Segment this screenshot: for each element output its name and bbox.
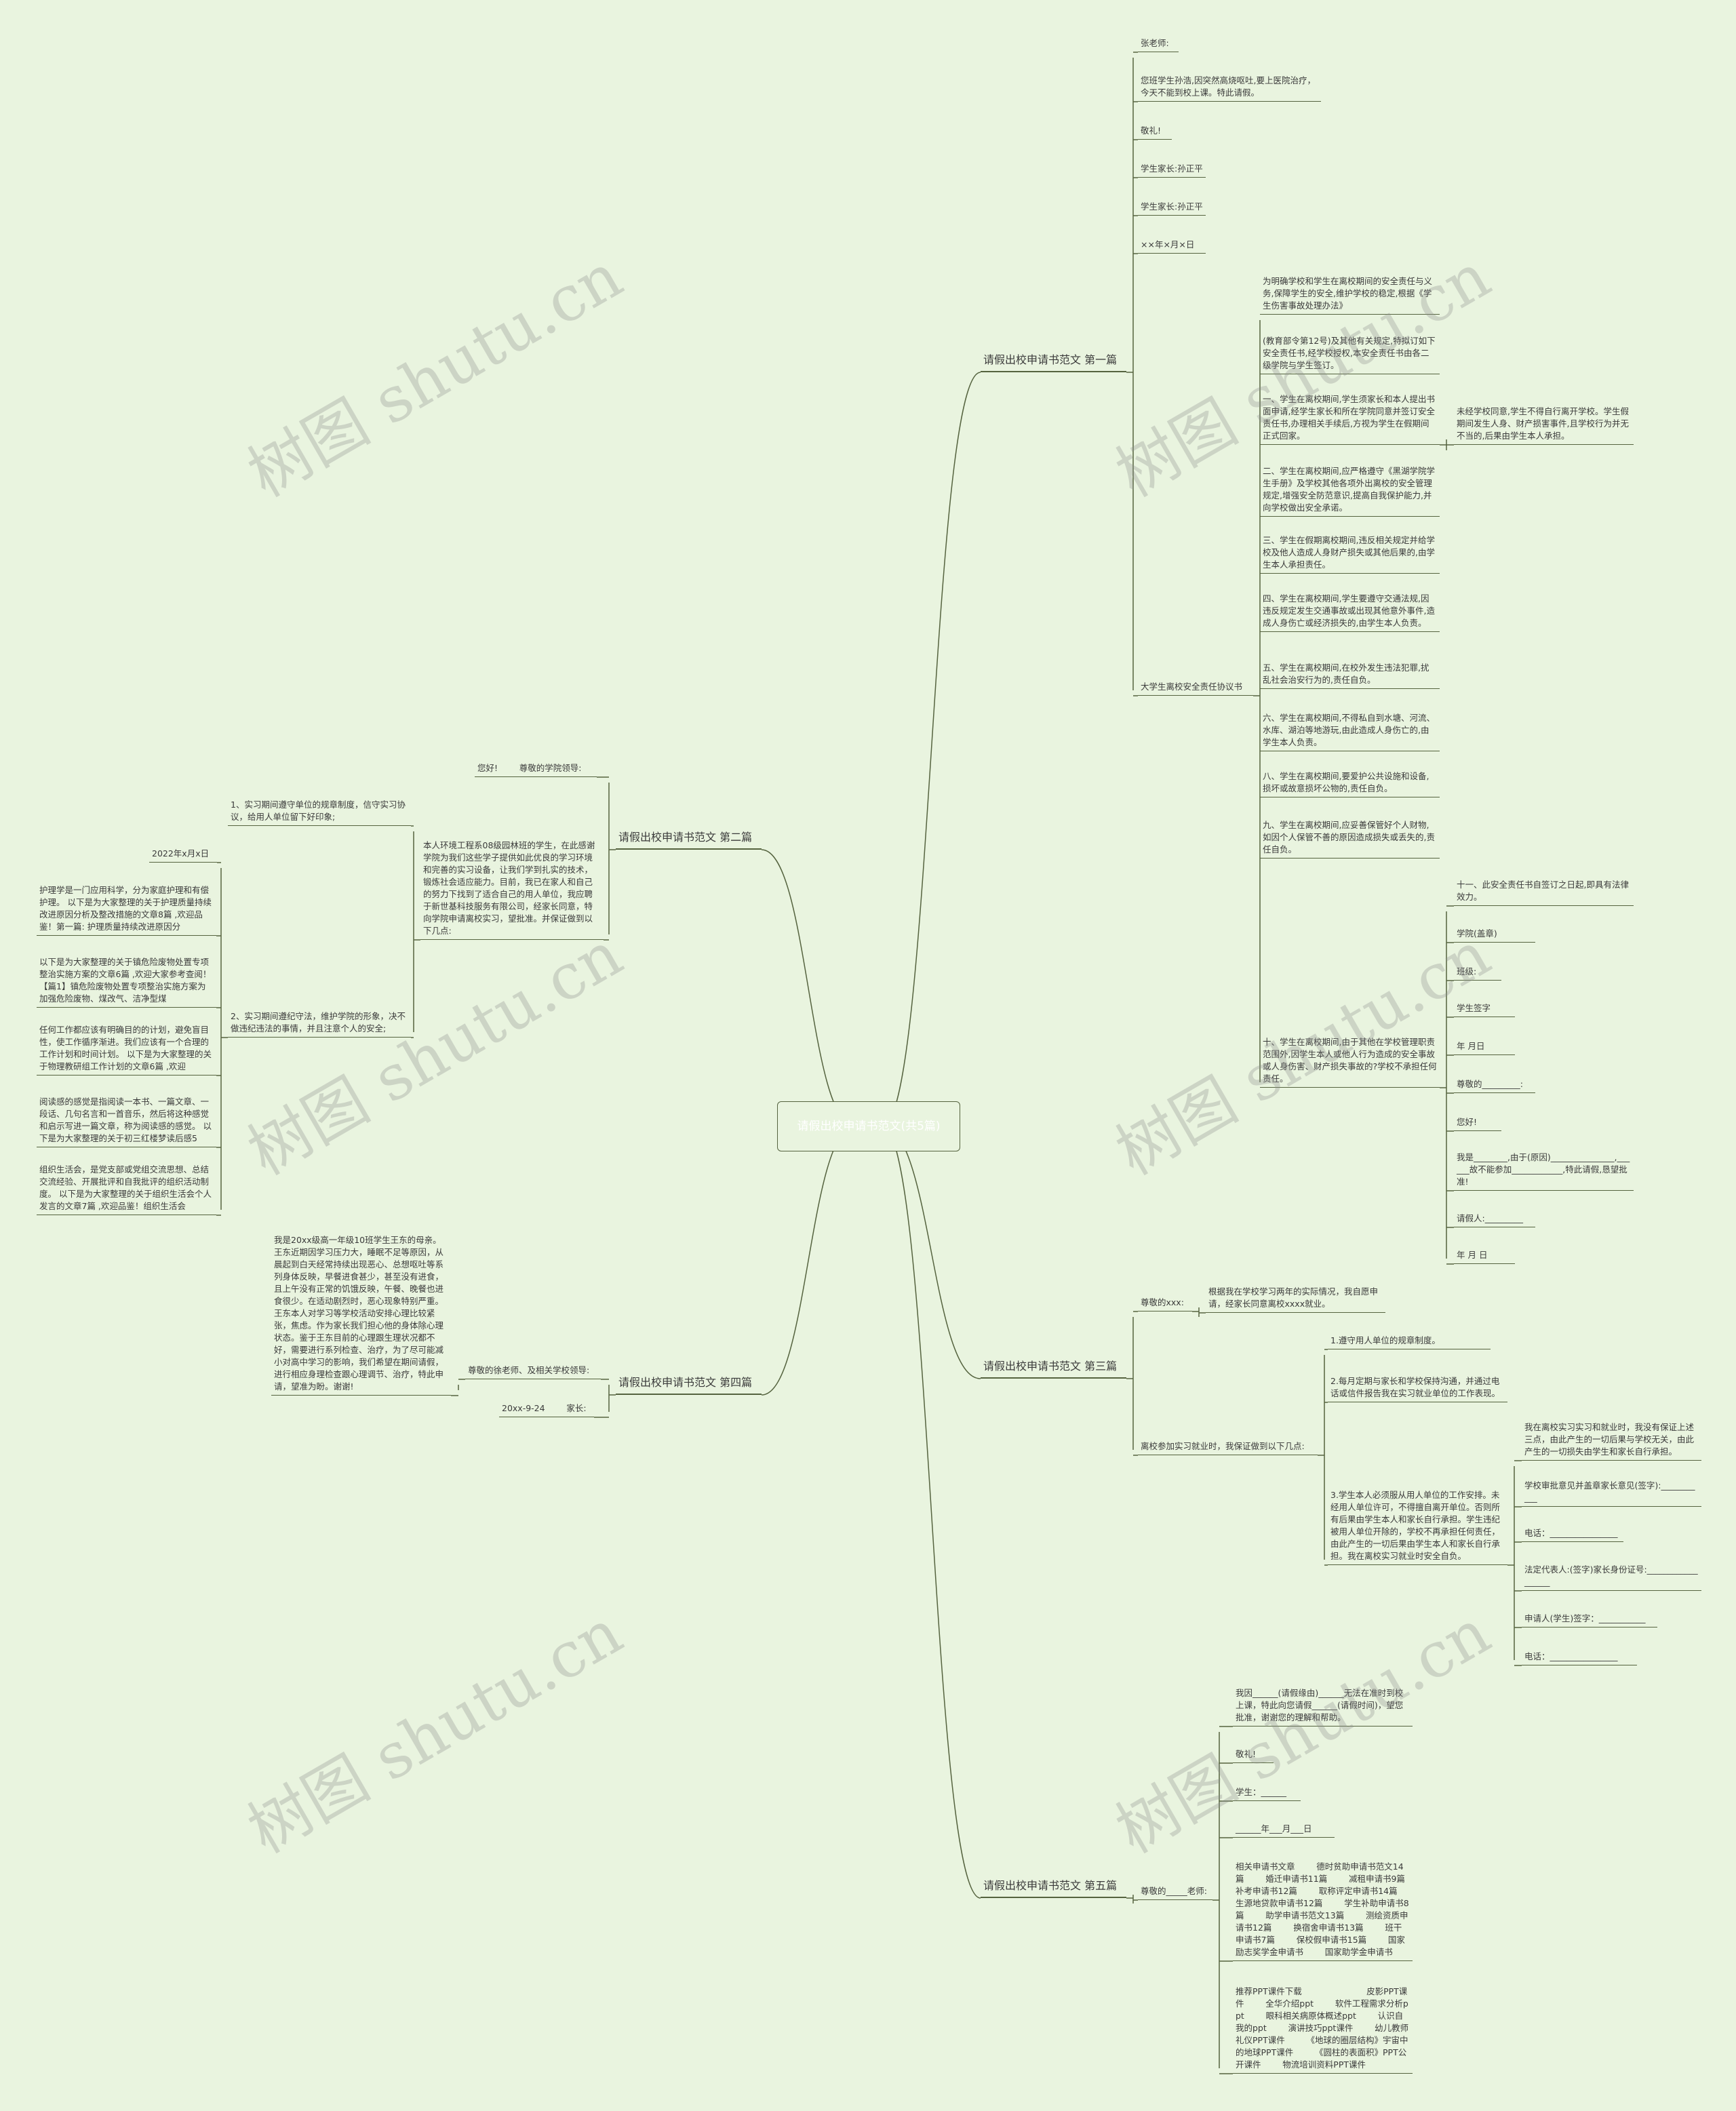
- connector-line: [761, 1126, 856, 1396]
- b4-body[interactable]: 我是20xx级高一年级10班学生王东的母亲。王东近期因学习压力大，睡眠不足等原因…: [271, 1234, 451, 1396]
- b3-point[interactable]: 2.每月定期与家长和学校保持沟通，并通过电话或信件报告我在实习就业单位的工作表现…: [1328, 1375, 1507, 1402]
- b5-item[interactable]: 敬礼!: [1233, 1748, 1274, 1763]
- b3-salutation[interactable]: 尊敬的xxx:: [1138, 1297, 1192, 1311]
- branch-3-title[interactable]: 请假出校申请书范文 第三篇: [981, 1359, 1126, 1379]
- b1-item[interactable]: 学生家长:孙正平: [1138, 163, 1206, 178]
- b2-related-note[interactable]: 以下是为大家整理的关于镇危险废物处置专项整治实施方案的文章6篇 ,欢迎大家参考查…: [37, 956, 216, 1008]
- connector-line: [882, 1126, 981, 1899]
- b3-sub-item[interactable]: 电话：________________: [1522, 1651, 1637, 1665]
- connector-line: [882, 372, 981, 1127]
- b1-item[interactable]: 学生家长:孙正平: [1138, 201, 1206, 216]
- sign-item[interactable]: 您好!: [1454, 1116, 1501, 1131]
- b3-sub-item[interactable]: 我在离校实习实习和就业时，我没有保证上述三点，由此产生的一切后果与学校无关，由此…: [1522, 1421, 1701, 1461]
- b5-related-articles[interactable]: 相关申请书文章 德时贫助申请书范文14篇 婚迁申请书11篇 减租申请书9篇 补考…: [1233, 1861, 1413, 1961]
- agreement-note[interactable]: 未经学校同意,学生不得自行离开学校。学生假期间发生人身、财产损害事件,且学校行为…: [1454, 406, 1634, 445]
- branch-2-title[interactable]: 请假出校申请书范文 第二篇: [616, 830, 762, 850]
- sign-item[interactable]: 请假人:_________: [1454, 1212, 1535, 1227]
- branch-4-title[interactable]: 请假出校申请书范文 第四篇: [616, 1375, 762, 1395]
- b4-signature[interactable]: 20xx-9-24 家长:: [499, 1402, 594, 1417]
- b3-sub-item[interactable]: 申请人(学生)签字：___________: [1522, 1613, 1657, 1627]
- b1-item[interactable]: ××年×月×日: [1138, 239, 1206, 254]
- b5-body[interactable]: 我因______(请假缘由)______无法在准时到校上课，特此向您请假____…: [1233, 1687, 1413, 1727]
- b3-point[interactable]: 1.遵守用人单位的规章制度。: [1328, 1335, 1491, 1349]
- b1-item[interactable]: 您班学生孙浩,因突然高烧呕吐,要上医院治疗，今天不能到校上课。特此请假。: [1138, 75, 1321, 102]
- agreement-clause[interactable]: 五、学生在离校期间,在校外发生违法犯罪,扰乱社会治安行为的,责任自负。: [1260, 662, 1440, 689]
- b3-sub-item[interactable]: 电话：________________: [1522, 1527, 1623, 1542]
- b2-date[interactable]: 2022年x月x日: [149, 848, 217, 863]
- b5-item[interactable]: ______年___月___日: [1233, 1823, 1335, 1838]
- b4-salutation[interactable]: 尊敬的徐老师、及相关学校领导:: [465, 1364, 601, 1379]
- agreement-clause[interactable]: 八、学生在离校期间,要爱护公共设施和设备,损坏或故意损坏公物的,责任自负。: [1260, 770, 1440, 797]
- branch-5-title[interactable]: 请假出校申请书范文 第五篇: [981, 1878, 1126, 1898]
- b2-related-note[interactable]: 任何工作都应该有明确目的的计划，避免盲目性，使工作循序渐进。我们应该有一个合理的…: [37, 1024, 216, 1076]
- agreement-clause[interactable]: 十、学生在离校期间,由于其他在学校管理职责范围外,因学生本人或他人行为造成的安全…: [1260, 1036, 1440, 1088]
- sign-item[interactable]: 学生签字: [1454, 1002, 1515, 1017]
- sign-item[interactable]: 年 月 日: [1454, 1249, 1515, 1264]
- b2-point[interactable]: 2、实习期间遵纪守法，维护学院的形象，决不做违纪违法的事情，并且注意个人的安全;: [228, 1010, 411, 1038]
- agreement-clause[interactable]: 四、学生在离校期间,学生要遵守交通法规,因违反规定发生交通事故或出现其他意外事件…: [1260, 593, 1440, 632]
- sign-item[interactable]: 年 月日: [1454, 1040, 1515, 1055]
- branch-1-title[interactable]: 请假出校申请书范文 第一篇: [981, 353, 1126, 372]
- b5-ppt-recommendations[interactable]: 推荐PPT课件下载 皮影PPT课件 全华介绍ppt 软件工程需求分析ppt 眼科…: [1233, 1986, 1413, 2074]
- agreement-clause[interactable]: 六、学生在离校期间,不得私自到水塘、河流、水库、湖泊等地游玩,由此造成人身伤亡的…: [1260, 712, 1440, 751]
- b1-item[interactable]: 敬礼!: [1138, 125, 1172, 140]
- b2-intro[interactable]: 本人环境工程系08级园林班的学生，在此感谢学院为我们这些学子提供如此优良的学习环…: [420, 840, 604, 940]
- b1-agreement-title[interactable]: 大学生离校安全责任协议书: [1138, 681, 1253, 696]
- b2-related-note[interactable]: 阅读感的感觉是指阅读一本书、一篇文章、一段话、几句名言和一首音乐，然后将这种感觉…: [37, 1096, 216, 1147]
- agreement-clause[interactable]: 为明确学校和学生在离校期间的安全责任与义务,保障学生的安全,维护学校的稳定,根据…: [1260, 275, 1440, 315]
- b3-point[interactable]: 3.学生本人必须服从用人单位的工作安排。未经用人单位许可，不得擅自离开单位。否则…: [1328, 1489, 1507, 1565]
- b2-greeting[interactable]: 您好! 尊敬的学院领导:: [475, 762, 597, 777]
- sign-item[interactable]: 学院(盖章): [1454, 928, 1535, 943]
- sign-item[interactable]: 十一、此安全责任书自签订之日起,即具有法律效力。: [1454, 879, 1634, 906]
- agreement-clause[interactable]: 九、学生在离校期间,应妥善保管好个人财物,如因个人保管不善的原因造成损失或丢失的…: [1260, 819, 1440, 859]
- b1-item[interactable]: 张老师:: [1138, 37, 1179, 52]
- agreement-clause[interactable]: 二、学生在离校期间,应严格遵守《黑湖学院学生手册》及学校其他各项外出离校的安全管…: [1260, 465, 1440, 517]
- sign-item[interactable]: 班级:: [1454, 966, 1501, 981]
- b3-points-label[interactable]: 离校参加实习就业时，我保证做到以下几点:: [1138, 1440, 1318, 1455]
- b3-intro[interactable]: 根据我在学校学习两年的实际情况，我自愿申请，经家长同意离校xxxx就业。: [1206, 1286, 1385, 1313]
- b2-related-note[interactable]: 组织生活会，是党支部或党组交流思想、总结交流经验、开展批评和自我批评的组织活动制…: [37, 1164, 216, 1215]
- b2-point[interactable]: 1、实习期间遵守单位的规章制度，信守实习协议，给用人单位留下好印象;: [228, 799, 411, 826]
- sign-item[interactable]: 尊敬的_________:: [1454, 1078, 1535, 1093]
- root-topic[interactable]: 请假出校申请书范文(共5篇): [777, 1101, 960, 1151]
- agreement-clause[interactable]: 一、学生在离校期间,学生须家长和本人提出书面申请,经学生家长和所在学院同意并签订…: [1260, 393, 1440, 445]
- b5-salutation[interactable]: 尊敬的_____老师:: [1138, 1885, 1212, 1900]
- b5-item[interactable]: 学生：______: [1233, 1786, 1301, 1801]
- agreement-clause[interactable]: (教育部令第12号)及其他有关规定,特拟订如下安全责任书,经学校授权,本安全责任…: [1260, 335, 1440, 374]
- agreement-clause[interactable]: 三、学生在假期离校期间,违反相关规定并给学校及他人造成人身财产损失或其他后果的,…: [1260, 534, 1440, 574]
- b3-sub-item[interactable]: 学校审批意见并盖章家长意见(签字):___________: [1522, 1480, 1701, 1507]
- connector-line: [761, 849, 856, 1127]
- sign-item[interactable]: 我是________,由于(原因)_______________,______故…: [1454, 1151, 1634, 1191]
- b2-related-note[interactable]: 护理学是一门应用科学，分为家庭护理和有偿护理。 以下是为大家整理的关于护理质量持…: [37, 884, 216, 936]
- b3-sub-item[interactable]: 法定代表人:(签字)家长身份证号:__________________: [1522, 1564, 1701, 1591]
- connector-line: [882, 1126, 981, 1379]
